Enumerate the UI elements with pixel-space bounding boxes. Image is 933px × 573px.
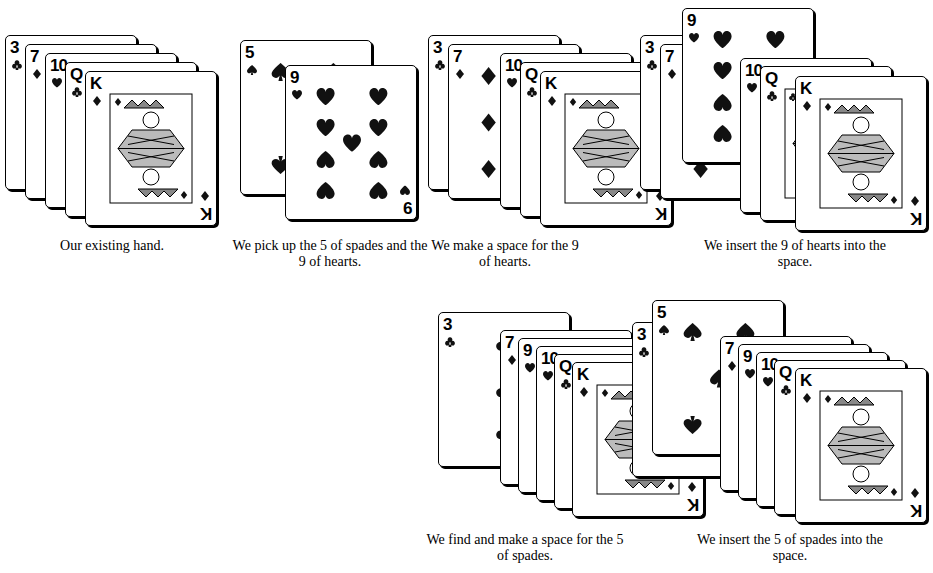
card-art <box>286 66 416 219</box>
card-rank: K <box>90 74 101 94</box>
card-rank: 7 <box>453 47 461 67</box>
card-rank: 7 <box>665 47 673 67</box>
card-rank: 9 <box>290 68 298 88</box>
caption: We insert the 9 of hearts into the space… <box>690 238 900 270</box>
card-rank: 3 <box>645 38 653 58</box>
card-rank: 9 <box>687 11 695 31</box>
card-rank: 9 <box>743 347 751 367</box>
playing-card: KK <box>795 76 927 231</box>
card-rank: 7 <box>505 333 513 353</box>
card-art <box>796 369 926 522</box>
playing-card: KK <box>85 71 217 226</box>
caption: We make a space for the 9 of hearts. <box>430 238 580 270</box>
card-rank: 3 <box>443 315 451 335</box>
caption: We find and make a space for the 5 of sp… <box>425 532 625 564</box>
card-rank: K <box>688 494 699 514</box>
card-rank: Q <box>559 357 571 377</box>
card-rank: K <box>800 79 811 99</box>
card-rank: 7 <box>725 339 733 359</box>
card-rank: 9 <box>523 341 531 361</box>
card-rank: 5 <box>245 43 253 63</box>
card-rank: K <box>911 500 922 520</box>
caption: We pick up the 5 of spades and the 9 of … <box>230 238 430 270</box>
caption: We insert the 5 of spades into the space… <box>695 532 885 564</box>
card-rank: K <box>656 203 667 223</box>
card-rank: 3 <box>433 38 441 58</box>
card-rank: K <box>800 371 811 391</box>
card-rank: Q <box>70 65 82 85</box>
card-rank: K <box>201 203 212 223</box>
playing-card: 99 <box>285 65 417 220</box>
card-rank: K <box>545 74 556 94</box>
card-rank: Q <box>779 363 791 383</box>
card-rank: 5 <box>657 303 665 323</box>
card-art <box>796 77 926 230</box>
card-rank: 3 <box>637 325 645 345</box>
caption: Our existing hand. <box>22 238 202 254</box>
playing-card: KK <box>795 368 927 523</box>
card-rank: Q <box>765 69 777 89</box>
card-rank: K <box>911 208 922 228</box>
card-art <box>86 72 216 225</box>
card-rank: 7 <box>30 47 38 67</box>
card-rank: 3 <box>10 38 18 58</box>
card-rank: K <box>577 365 588 385</box>
card-rank: Q <box>525 65 537 85</box>
card-rank: 9 <box>404 197 412 217</box>
